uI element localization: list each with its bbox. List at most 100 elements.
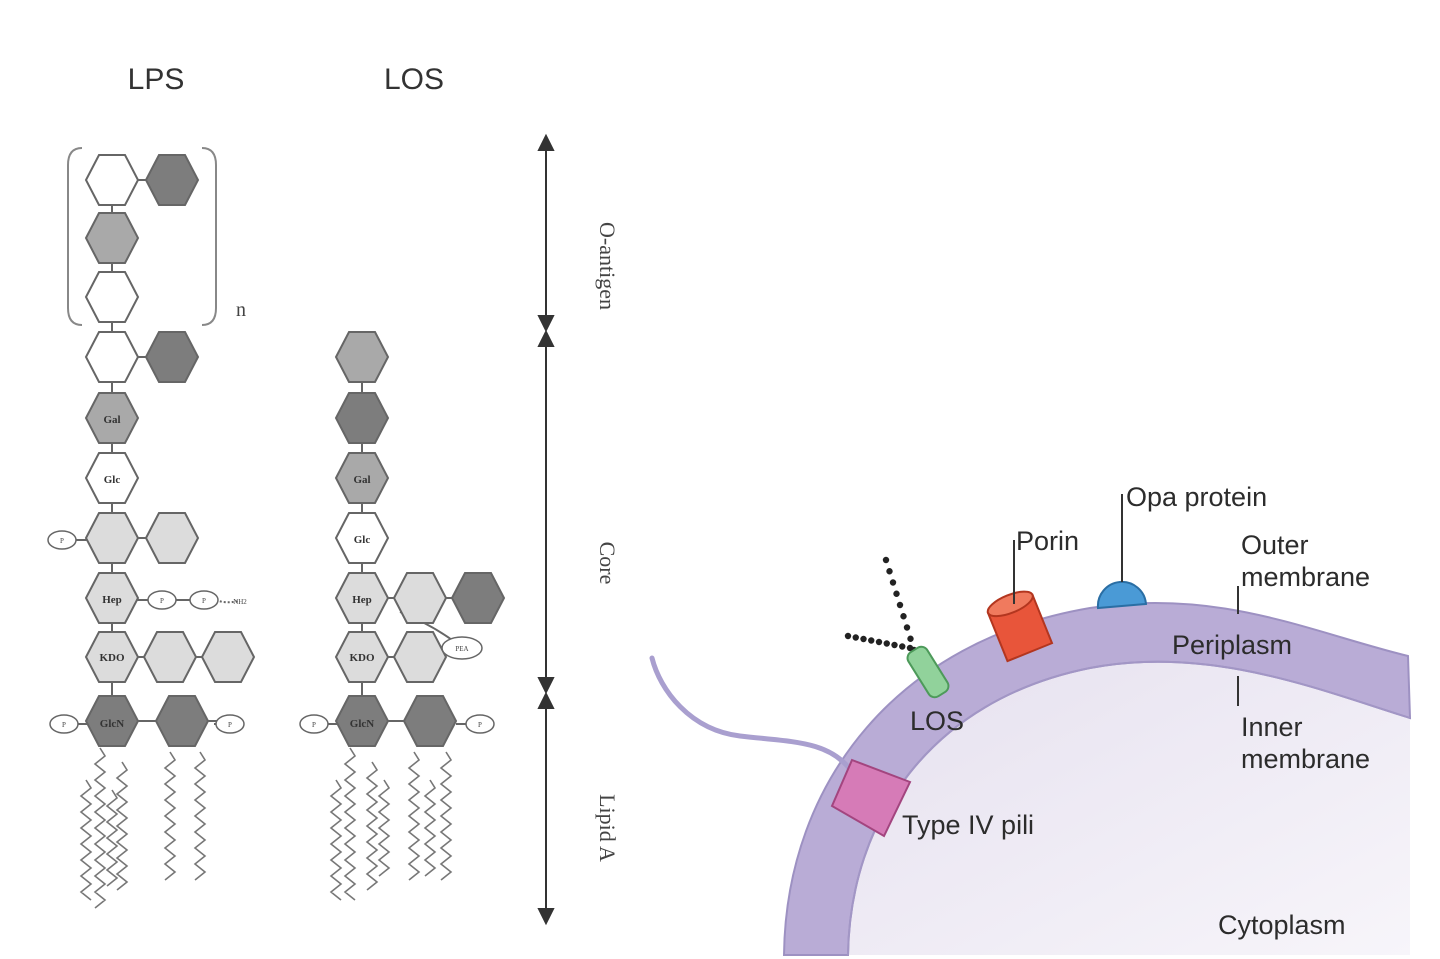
- lps-hex-kdo-2: [142, 631, 198, 683]
- pea-label: PEA: [455, 645, 468, 653]
- lps-hex-oa2: [84, 212, 140, 264]
- lps-glc-label: Glc: [104, 474, 121, 486]
- lps-gal-label: Gal: [103, 414, 120, 426]
- opa-protein-label: Opa protein: [1126, 482, 1267, 512]
- fatty-acid-chain-8: [329, 779, 343, 901]
- fatty-acid-chain-13: [423, 779, 437, 877]
- lps-phosphate-core: [47, 530, 77, 550]
- los-anchor: [906, 645, 950, 699]
- fatty-acid-chain-11: [407, 751, 421, 881]
- los-label: LOS: [910, 706, 964, 736]
- outer-membrane-label-1: Outer: [1241, 530, 1309, 560]
- los-hex-gal: [334, 452, 390, 504]
- lps-hex-glcn: [84, 695, 140, 747]
- lps-hex-hep: [84, 572, 140, 624]
- los-hex-glc: [334, 512, 390, 564]
- lipid-a-fatty-acid-chains: [79, 747, 453, 909]
- los-kdo-label: KDO: [349, 652, 375, 664]
- nh2-label: NH2: [233, 598, 247, 606]
- los-hex-kdo-2: [392, 631, 448, 683]
- los-glycan-dots: [844, 556, 918, 654]
- los-chain-a-dot-2: [903, 624, 911, 631]
- lps-title: LPS: [128, 63, 185, 96]
- lps-hex-outer1-branch: [144, 331, 200, 383]
- los-hep-label: Hep: [352, 594, 372, 606]
- los-chain-b-dot-0: [906, 644, 914, 652]
- p-label-4: P: [62, 721, 66, 729]
- lps-hex-oa1: [84, 154, 140, 206]
- fatty-acid-chain-9: [365, 761, 379, 891]
- p-label-2: P: [160, 597, 164, 605]
- los-residue-labels: Gal Glc Hep KDO GlcN: [349, 474, 375, 730]
- los-chain-b-dot-4: [875, 638, 883, 646]
- lps-hex-kdo-3: [200, 631, 256, 683]
- los-chain-b-dot-8: [844, 632, 852, 640]
- fatty-acid-chain-5: [163, 751, 177, 881]
- los-phosphate-lipid-right: [465, 714, 495, 734]
- los-chain-a-dot-3: [900, 613, 907, 620]
- phosphate-groups: [47, 530, 495, 734]
- hexagon-layer: [84, 154, 506, 747]
- fatty-acid-chain-3: [115, 761, 129, 891]
- los-hex-glcn: [334, 695, 390, 747]
- los-hex-2: [334, 392, 390, 444]
- p-label-7: P: [478, 721, 482, 729]
- fatty-acid-chain-1: [93, 747, 107, 909]
- los-gal-label: Gal: [353, 474, 370, 486]
- lps-hex-oa1-branch: [144, 154, 200, 206]
- los-hex-glcn-2: [402, 695, 458, 747]
- fatty-acid-chain-2: [79, 779, 93, 901]
- inner-membrane-label-1: Inner: [1241, 712, 1303, 742]
- los-glcn-label: GlcN: [350, 718, 374, 730]
- los-title: LOS: [384, 63, 444, 96]
- lps-hex-hep-a: [84, 512, 140, 564]
- lps-hex-kdo: [84, 631, 140, 683]
- los-phosphate-lipid-left: [299, 714, 329, 734]
- los-chain-a-dot-5: [893, 590, 900, 597]
- periplasm-label: Periplasm: [1172, 630, 1292, 660]
- los-hex-kdo: [334, 631, 390, 683]
- p-label-5: P: [228, 721, 232, 729]
- p-label-1: P: [60, 537, 64, 545]
- los-chain-b-dot-5: [868, 637, 875, 644]
- fatty-acid-chain-4: [105, 789, 119, 887]
- lps-glcn-label: GlcN: [100, 718, 124, 730]
- lps-residue-labels: Gal Glc Hep KDO GlcN: [99, 414, 125, 730]
- repeat-n-label: n: [236, 299, 246, 321]
- type-iv-pili-label: Type IV pili: [902, 810, 1034, 840]
- los-chain-b-dot-7: [852, 634, 859, 641]
- porin-label: Porin: [1016, 526, 1079, 556]
- los-pea-group: [441, 636, 483, 660]
- fatty-acid-chain-12: [439, 751, 453, 881]
- lps-hex-glc: [84, 452, 140, 504]
- los-chain-b-dot-1: [899, 643, 906, 650]
- los-chain-a-dot-4: [896, 601, 904, 609]
- cytoplasm-region: [848, 661, 1410, 955]
- los-chain-a-dot-8: [882, 556, 890, 564]
- los-glc-label: Glc: [354, 534, 371, 546]
- lps-kdo-label: KDO: [99, 652, 125, 664]
- los-chain-a-dot-7: [886, 568, 893, 575]
- fatty-acid-chain-6: [193, 751, 207, 881]
- lps-hex-outer1: [84, 331, 140, 383]
- o-antigen-label: O-antigen: [595, 222, 620, 310]
- los-hex-1: [334, 331, 390, 383]
- los-molecule: [844, 556, 950, 699]
- los-chain-a-dot-1: [907, 635, 914, 642]
- fatty-acid-chain-10: [377, 779, 391, 877]
- los-chain-b-dot-2: [891, 641, 898, 649]
- los-chain-a-dot-6: [889, 579, 897, 586]
- porin-protein: [986, 590, 1054, 663]
- lps-phosphate-lipid-right: [215, 714, 245, 734]
- core-label: Core: [595, 542, 620, 585]
- lps-hex-hep-a-branch: [144, 512, 200, 564]
- inner-membrane-label-2: membrane: [1241, 744, 1370, 774]
- los-chain-b-dot-3: [883, 640, 890, 647]
- lipid-a-label: Lipid A: [595, 794, 620, 862]
- los-hex-hep-3: [450, 572, 506, 624]
- lps-hex-glcn-2: [154, 695, 210, 747]
- los-hex-hep-2: [392, 572, 448, 624]
- p-label-6: P: [312, 721, 316, 729]
- cytoplasm-label: Cytoplasm: [1218, 910, 1346, 940]
